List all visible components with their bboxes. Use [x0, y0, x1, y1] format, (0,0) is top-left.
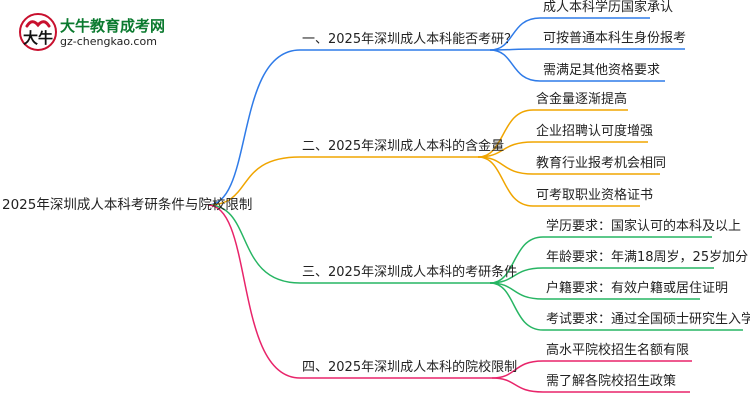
leaf-connector [477, 156, 534, 207]
leaf-label: 户籍要求：有效户籍或居住证明 [546, 281, 729, 296]
leaf-label: 企业招聘认可度增强 [536, 124, 654, 139]
leaf-connector [489, 49, 541, 82]
logo-url: gz-chengkao.com [60, 35, 157, 48]
leaf-connector [489, 17, 541, 51]
leaf-label: 需满足其他资格要求 [543, 63, 661, 78]
logo-title: 大牛教育成考网 [60, 17, 166, 35]
leaf-connector [491, 360, 544, 379]
branch-connector [207, 204, 301, 284]
site-logo[interactable]: 大牛 大牛教育成考网 gz-chengkao.com [18, 12, 168, 52]
leaf-label: 可考取职业资格证书 [536, 188, 654, 203]
branch-connector [207, 204, 301, 379]
leaf-connector [477, 109, 534, 158]
leaf-connector [491, 377, 544, 393]
branch-label: 二、2025年深圳成人本科的含金量 [302, 139, 505, 154]
svg-text:大牛: 大牛 [23, 29, 53, 47]
bull-logo-icon: 大牛 [19, 13, 57, 51]
branch-label: 四、2025年深圳成人本科的院校限制 [302, 360, 518, 375]
leaf-connector [477, 141, 534, 158]
leaf-label: 教育行业报考机会相同 [536, 156, 667, 171]
leaf-label: 成人本科学历国家承认 [543, 0, 674, 15]
branch-label: 三、2025年深圳成人本科的考研条件 [302, 265, 518, 280]
root-topic: 2025年深圳成人本科考研条件与院校限制 [2, 197, 253, 213]
branch-label: 一、2025年深圳成人本科能否考研？ [302, 32, 518, 47]
leaf-label: 高水平院校招生名额有限 [546, 343, 690, 358]
branch-connector [207, 49, 301, 206]
leaf-connector [489, 267, 544, 284]
leaf-label: 可按普通本科生身份报考 [543, 31, 687, 46]
leaf-label: 考试要求：通过全国硕士研究生入学考试 [546, 312, 750, 327]
branch-connector [207, 156, 301, 206]
leaf-connector [489, 236, 544, 284]
leaf-label: 需了解各院校招生政策 [546, 374, 677, 389]
leaf-label: 学历要求：国家认可的本科及以上 [546, 219, 742, 234]
leaf-label: 年龄要求：年满18周岁，25岁加分 [546, 250, 749, 265]
leaf-connector [489, 282, 544, 331]
leaf-label: 含金量逐渐提高 [536, 92, 628, 107]
